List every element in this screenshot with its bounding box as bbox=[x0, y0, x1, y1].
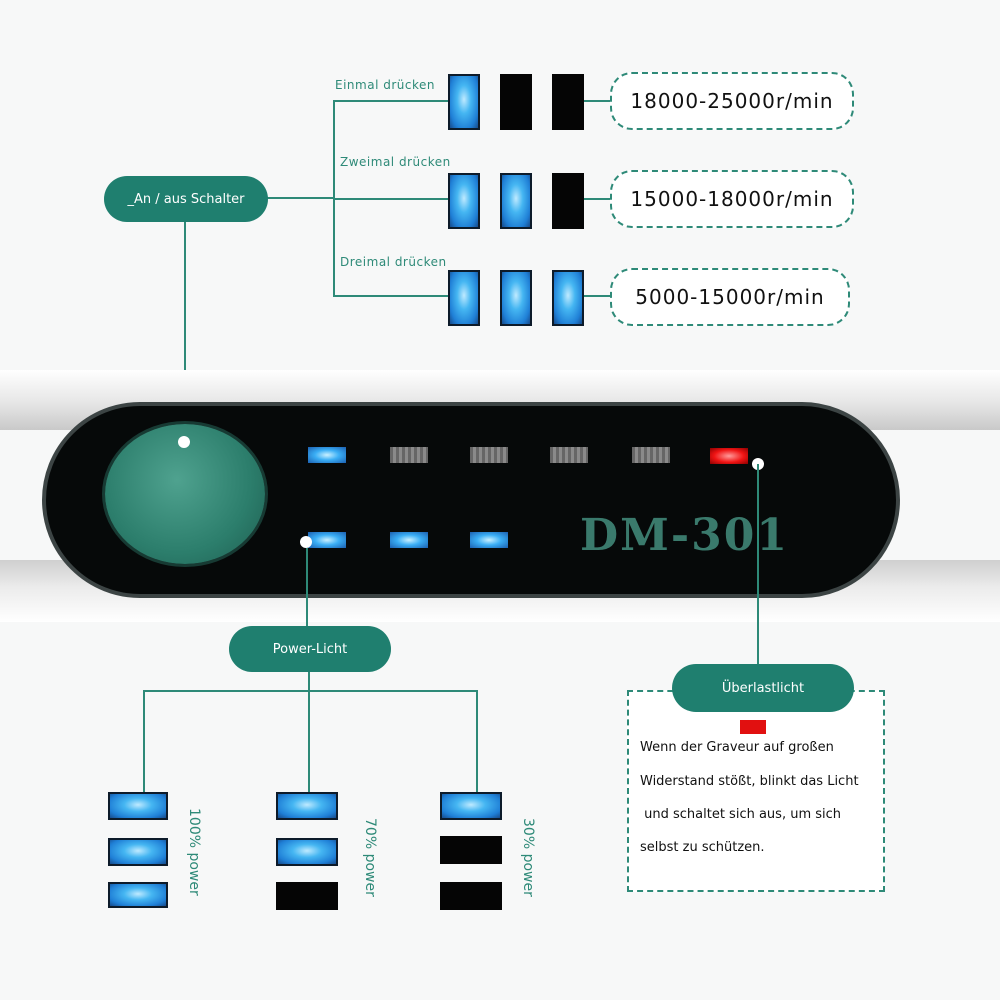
press-once-led-2 bbox=[500, 74, 532, 130]
power70-led-2 bbox=[276, 838, 338, 866]
connector-switch-to-button bbox=[184, 222, 186, 444]
panel-led-bottom-3 bbox=[470, 532, 508, 548]
power70-label: 70% power bbox=[362, 818, 378, 897]
speed-twice: 15000-18000r/min bbox=[610, 170, 854, 228]
power30-label: 30% power bbox=[520, 818, 536, 897]
connector-speed-2 bbox=[584, 198, 612, 200]
connector-row2 bbox=[333, 198, 448, 200]
panel-led-top-3 bbox=[470, 447, 508, 463]
power100-led-3 bbox=[108, 882, 168, 908]
press-thrice-label: Dreimal drücken bbox=[340, 255, 447, 269]
press-twice-label: Zweimal drücken bbox=[340, 155, 451, 169]
press-twice-led-1 bbox=[448, 173, 480, 229]
power-light-dot bbox=[300, 536, 312, 548]
panel-led-top-1 bbox=[308, 447, 346, 463]
press-thrice-led-3 bbox=[552, 270, 584, 326]
connector-speed-1 bbox=[584, 100, 612, 102]
overload-line-1: Wenn der Graveur auf großen bbox=[640, 740, 834, 755]
connector-switch-to-press bbox=[262, 197, 334, 199]
model-label: DM-301 bbox=[580, 510, 789, 561]
connector-power-light-vertical bbox=[306, 548, 308, 628]
connector-overload-vertical bbox=[757, 464, 759, 664]
connector-power-30 bbox=[476, 690, 478, 792]
overload-line-4: selbst zu schützen. bbox=[640, 840, 765, 855]
press-thrice-led-1 bbox=[448, 270, 480, 326]
connector-power-70 bbox=[308, 690, 310, 792]
power-light-label: Power-Licht bbox=[229, 626, 391, 672]
overload-line-3: und schaltet sich aus, um sich bbox=[640, 807, 842, 822]
press-twice-led-2 bbox=[500, 173, 532, 229]
panel-led-top-2 bbox=[390, 447, 428, 463]
power100-led-2 bbox=[108, 838, 168, 866]
press-thrice-led-2 bbox=[500, 270, 532, 326]
on-off-switch-label: _An / aus Schalter bbox=[104, 176, 268, 222]
power30-led-3 bbox=[440, 882, 502, 910]
connector-row1 bbox=[333, 100, 448, 102]
panel-led-top-5 bbox=[632, 447, 670, 463]
press-once-led-1 bbox=[448, 74, 480, 130]
power30-led-1 bbox=[440, 792, 502, 820]
power-button-dot bbox=[178, 436, 190, 448]
connector-power-down bbox=[308, 672, 310, 692]
connector-speed-3 bbox=[584, 295, 612, 297]
panel-led-top-4 bbox=[550, 447, 588, 463]
power100-label: 100% power bbox=[186, 808, 202, 896]
panel-led-bottom-1 bbox=[308, 532, 346, 548]
panel-led-bottom-2 bbox=[390, 532, 428, 548]
connector-power-100 bbox=[143, 690, 145, 792]
power30-led-2 bbox=[440, 836, 502, 864]
press-twice-led-3 bbox=[552, 173, 584, 229]
power70-led-1 bbox=[276, 792, 338, 820]
overload-line-2: Widerstand stößt, blinkt das Licht bbox=[640, 774, 859, 789]
speed-thrice: 5000-15000r/min bbox=[610, 268, 850, 326]
connector-row3 bbox=[333, 295, 448, 297]
overload-title: Überlastlicht bbox=[672, 664, 854, 712]
overload-red-swatch bbox=[740, 720, 766, 734]
overload-led bbox=[710, 448, 748, 464]
press-once-led-3 bbox=[552, 74, 584, 130]
speed-once: 18000-25000r/min bbox=[610, 72, 854, 130]
press-once-label: Einmal drücken bbox=[335, 78, 435, 92]
power70-led-3 bbox=[276, 882, 338, 910]
power100-led-1 bbox=[108, 792, 168, 820]
connector-power-horizontal bbox=[143, 690, 478, 692]
